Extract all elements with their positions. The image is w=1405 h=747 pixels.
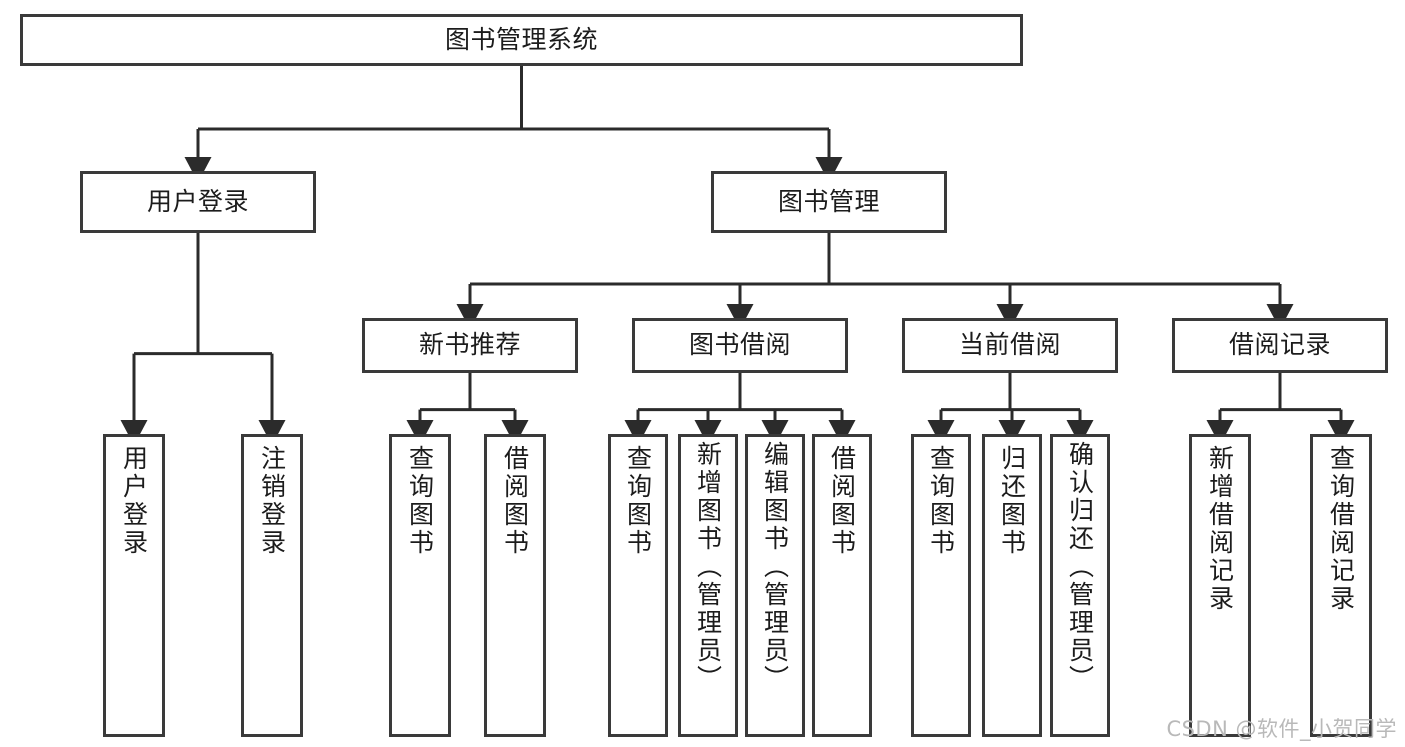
node-label-book-manage: 图书管理 [777, 186, 880, 216]
node-current-borrow[interactable]: 当前借阅 [902, 318, 1118, 373]
node-label-current-borrow: 当前借阅 [958, 330, 1061, 360]
node-label-leaf-query-book-1: 查询图书 [405, 445, 435, 557]
node-label-leaf-user-login: 用户登录 [119, 445, 149, 557]
node-leaf-query-record[interactable]: 查询借阅记录 [1310, 434, 1372, 737]
node-leaf-user-login[interactable]: 用户登录 [103, 434, 165, 737]
node-borrow-record[interactable]: 借阅记录 [1172, 318, 1388, 373]
node-leaf-borrow-book-1[interactable]: 借阅图书 [484, 434, 546, 737]
node-user-login[interactable]: 用户登录 [80, 171, 316, 233]
node-label-leaf-query-book-3: 查询图书 [926, 445, 956, 557]
node-label-leaf-return-book: 归还图书 [997, 445, 1027, 557]
node-label-leaf-edit-book: 编辑图书（管理员） [760, 441, 790, 693]
node-new-book-recommend[interactable]: 新书推荐 [362, 318, 578, 373]
node-label-borrow-record: 借阅记录 [1228, 330, 1331, 360]
node-leaf-query-book-3[interactable]: 查询图书 [911, 434, 971, 737]
node-leaf-add-record[interactable]: 新增借阅记录 [1189, 434, 1251, 737]
node-label-leaf-add-record: 新增借阅记录 [1205, 445, 1235, 613]
node-leaf-user-logout[interactable]: 注销登录 [241, 434, 303, 737]
node-leaf-add-book[interactable]: 新增图书（管理员） [678, 434, 738, 737]
node-book-borrow[interactable]: 图书借阅 [632, 318, 848, 373]
node-label-leaf-query-book-2: 查询图书 [623, 445, 653, 557]
node-label-leaf-borrow-book-1: 借阅图书 [500, 445, 530, 557]
node-leaf-query-book-1[interactable]: 查询图书 [389, 434, 451, 737]
node-label-leaf-borrow-book-2: 借阅图书 [827, 445, 857, 557]
watermark-label: CSDN @软件_小贺同学 [1166, 717, 1397, 741]
node-label-leaf-query-record: 查询借阅记录 [1326, 445, 1356, 613]
node-book-manage[interactable]: 图书管理 [711, 171, 947, 233]
node-label-leaf-confirm-return: 确认归还（管理员） [1065, 441, 1095, 693]
node-leaf-edit-book[interactable]: 编辑图书（管理员） [745, 434, 805, 737]
node-leaf-borrow-book-2[interactable]: 借阅图书 [812, 434, 872, 737]
node-leaf-return-book[interactable]: 归还图书 [982, 434, 1042, 737]
node-label-new-book-recommend: 新书推荐 [418, 330, 521, 360]
node-root[interactable]: 图书管理系统 [20, 14, 1023, 66]
node-leaf-confirm-return[interactable]: 确认归还（管理员） [1050, 434, 1110, 737]
node-label-book-borrow: 图书借阅 [688, 330, 791, 360]
node-label-root: 图书管理系统 [444, 24, 598, 54]
node-label-leaf-add-book: 新增图书（管理员） [693, 441, 723, 693]
node-label-user-login: 用户登录 [146, 186, 249, 216]
node-label-leaf-user-logout: 注销登录 [257, 445, 287, 557]
node-leaf-query-book-2[interactable]: 查询图书 [608, 434, 668, 737]
